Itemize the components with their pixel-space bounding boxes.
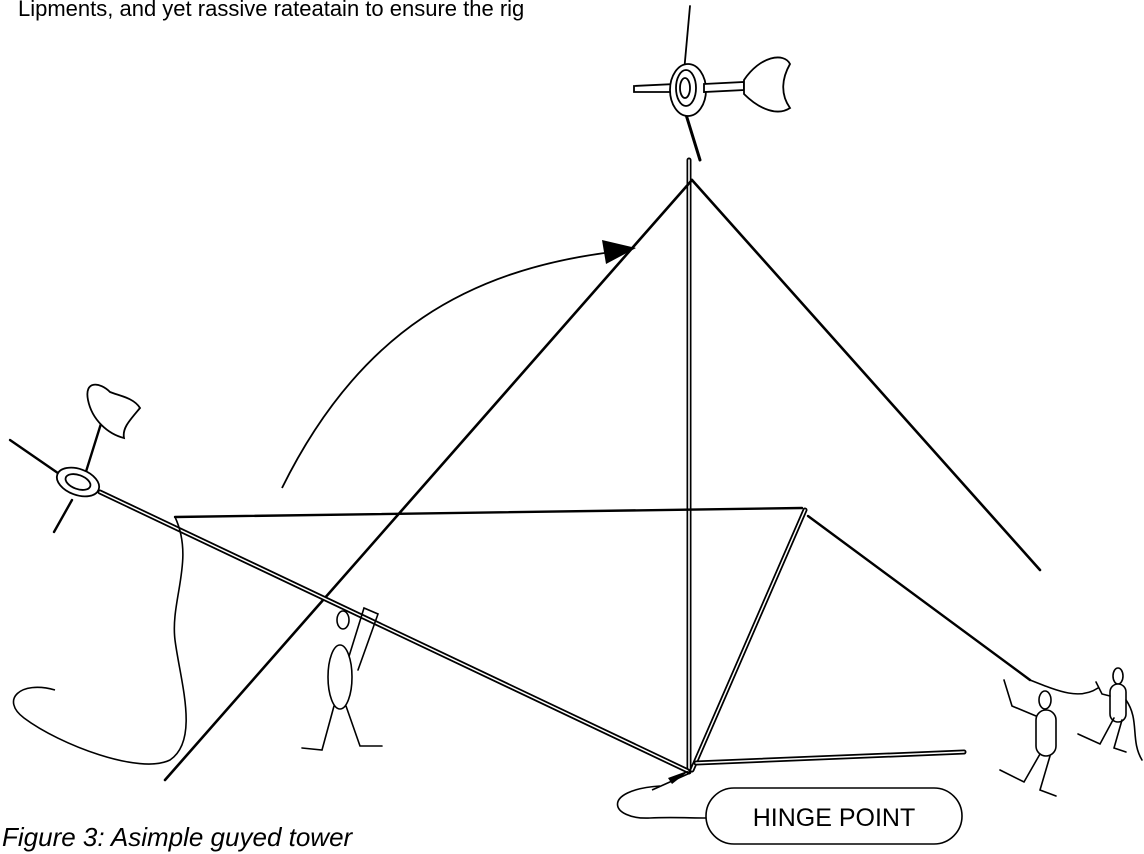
arrow-head-icon: [602, 240, 636, 264]
ground-pole-inner: [695, 751, 965, 764]
guy-wire-right: [690, 178, 1042, 572]
person-far-right-arm: [1095, 681, 1111, 697]
hinge-callout: HINGE POINT: [616, 770, 963, 845]
hinge-leader: [616, 785, 707, 819]
top-tail-vane: [743, 56, 792, 113]
person-left-leg-left: [301, 705, 335, 751]
person-right-body: [1035, 709, 1057, 757]
pull-rope: [806, 514, 1032, 682]
person-left-leg-right: [345, 705, 383, 747]
guy-wire-left: [163, 178, 694, 782]
top-turbine-icon: [633, 5, 792, 162]
person-left-arms: [345, 606, 380, 671]
guy-wires: [163, 178, 1042, 782]
gin-pole: [689, 507, 808, 773]
left-blade-down: [52, 498, 74, 534]
lowered-pole-inner: [99, 491, 689, 772]
hinge-arrow-icon: [668, 770, 690, 784]
top-blade-up: [683, 5, 691, 73]
person-right-arm: [1003, 679, 1037, 717]
person-far-right-head: [1112, 667, 1124, 685]
figure-caption: Figure 3: Asimple guyed tower: [2, 822, 354, 852]
power-cable: [12, 516, 187, 765]
person-far-right-leg-right: [1113, 719, 1127, 753]
top-hub-center: [679, 77, 691, 99]
gin-pole-inner: [691, 509, 806, 771]
ground-pole: [693, 749, 967, 766]
top-cropped-text: Lipments, and yet rassive rateatain to e…: [18, 0, 524, 21]
person-right-head: [1038, 690, 1052, 710]
lowered-guy-wire: [173, 506, 804, 519]
rope-tail: [1125, 699, 1143, 761]
raising-arc-path: [281, 251, 613, 489]
person-right-leg-right: [1039, 755, 1057, 797]
person-far-right-icon: [1029, 667, 1143, 761]
left-hub-inner: [64, 473, 92, 491]
left-tail-vane: [86, 383, 142, 440]
top-tail-boom: [703, 81, 745, 93]
person-left-icon: [301, 606, 383, 751]
hinge-label: HINGE POINT: [753, 804, 916, 832]
raising-arc: [281, 240, 636, 489]
person-right-icon: [999, 679, 1057, 797]
person-left-body: [327, 644, 353, 710]
person-left-head: [336, 610, 350, 630]
person-right-leg-left: [999, 753, 1041, 784]
hinge-label-box: [705, 787, 963, 845]
rope-between-people: [1029, 679, 1099, 695]
person-far-right-body: [1109, 683, 1127, 723]
left-turbine-icon: [8, 383, 142, 534]
lowered-tower: [97, 489, 691, 774]
person-far-right-leg-left: [1077, 717, 1115, 746]
